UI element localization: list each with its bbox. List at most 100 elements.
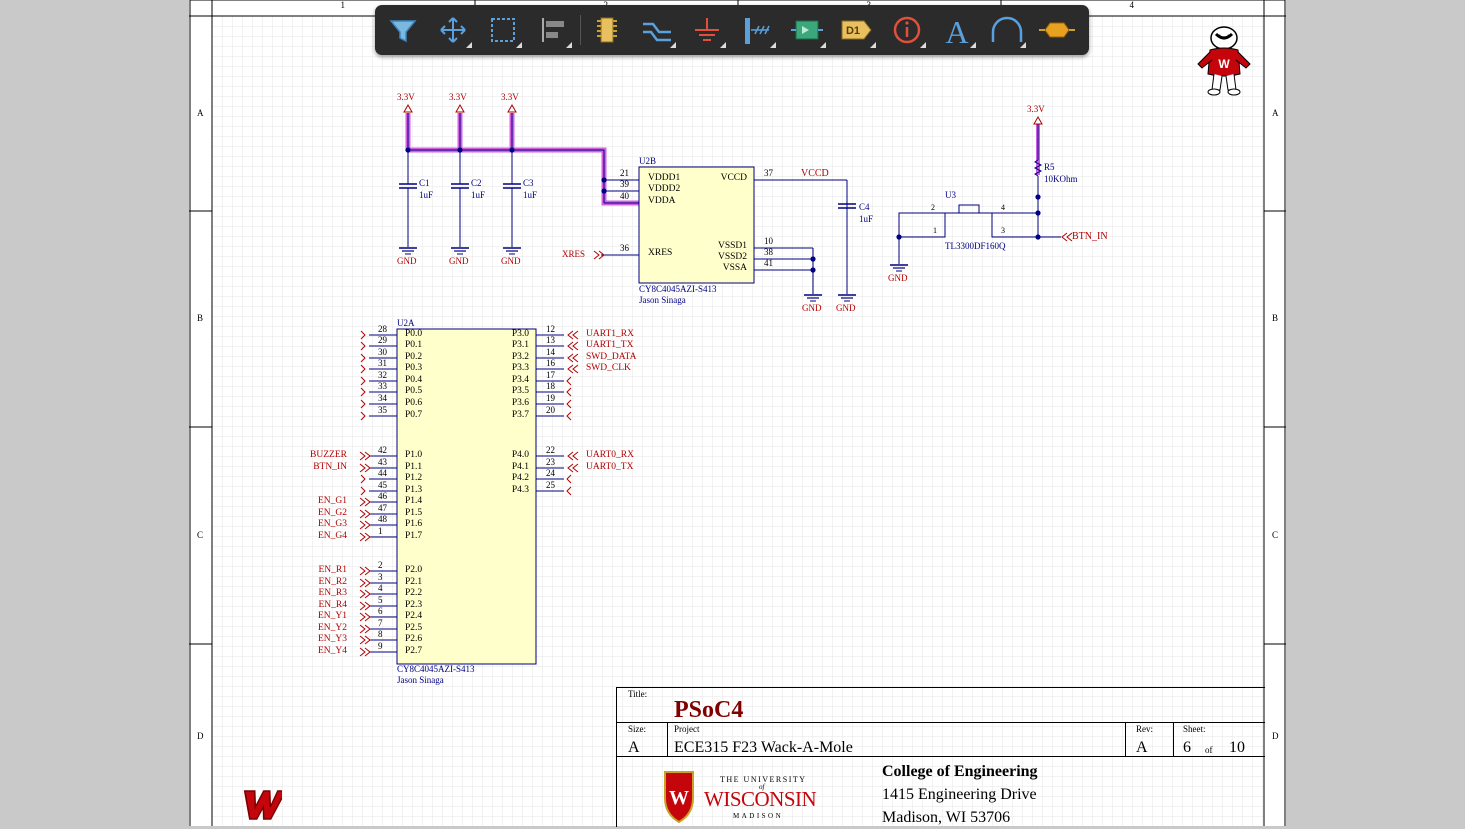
u3-pin-number: 1 <box>933 226 937 235</box>
align-tool-button[interactable] <box>533 10 573 50</box>
net-label-gpio: EN_Y1 <box>317 611 347 621</box>
place-wire-button[interactable] <box>637 10 677 50</box>
u2a-pin-name: P2.0 <box>405 565 423 575</box>
u2a-pin-name: P0.6 <box>405 398 423 408</box>
svg-text:W: W <box>669 787 689 809</box>
net-port-arrow <box>567 330 579 340</box>
border-column-label: 1 <box>340 0 346 10</box>
gnd-label: GND <box>501 256 521 266</box>
u2b-pin-name: VSSD2 <box>717 252 747 262</box>
filter-tool-button[interactable] <box>383 10 423 50</box>
u2b-pin-number: 21 <box>620 168 629 178</box>
u2a-pin-name: P1.1 <box>405 462 423 472</box>
u2a-pin-number: 29 <box>378 335 387 345</box>
u2a-pin-number: 13 <box>546 335 555 345</box>
no-connect-marker <box>566 376 572 386</box>
net-label-gpio: EN_R4 <box>318 600 348 610</box>
toolbar-separator <box>580 15 581 45</box>
place-power-button[interactable] <box>687 10 727 50</box>
net-port-arrow <box>359 509 371 519</box>
place-text-icon: A <box>945 14 968 50</box>
net-label-gpio: SWD_CLK <box>586 363 631 373</box>
u2a-pin-number: 35 <box>378 405 387 415</box>
net-label-gpio: EN_R2 <box>318 577 348 587</box>
place-arc-button[interactable] <box>987 10 1027 50</box>
college-name: College of Engineering <box>882 763 1038 780</box>
border-row-label: A <box>1272 107 1279 118</box>
no-connect-marker <box>360 353 366 363</box>
sheet-of: of <box>1205 745 1213 755</box>
no-connect-marker <box>360 330 366 340</box>
no-connect-marker <box>566 474 572 484</box>
gnd-label: GND <box>397 256 417 266</box>
no-connect-marker <box>566 387 572 397</box>
junction-dot <box>405 147 411 153</box>
border-row-label: A <box>197 107 204 118</box>
border-row-label: C <box>1272 529 1279 540</box>
resistor-designator: R5 <box>1044 162 1055 172</box>
select-rectangle-icon <box>491 18 515 42</box>
u2a-pin-name: P4.1 <box>511 462 529 472</box>
u3-pin-number: 2 <box>931 203 935 212</box>
move-tool-button[interactable] <box>433 10 473 50</box>
capacitor-designator: C2 <box>471 178 482 188</box>
net-port-arrow <box>593 250 605 260</box>
u2a-pin-number: 45 <box>378 480 387 490</box>
rev-value: A <box>1136 739 1148 756</box>
net-label-gpio: EN_Y4 <box>317 646 347 656</box>
place-text-button[interactable]: A <box>937 10 977 50</box>
u2a-part-number: CY8C4045AZI-S413 <box>397 664 475 674</box>
u2b-author: Jason Sinaga <box>639 295 686 305</box>
u2a-pin-number: 30 <box>378 347 387 357</box>
u2b-pin-name: VDDA <box>648 196 676 206</box>
place-no-erc-button[interactable] <box>887 10 927 50</box>
junction-dot <box>509 147 515 153</box>
select-tool-button[interactable] <box>483 10 523 50</box>
net-label-gpio: EN_G2 <box>317 508 347 518</box>
u2b-pin-number: 10 <box>764 236 773 246</box>
u2a-pin-name: P3.7 <box>511 410 529 420</box>
u2a-body <box>396 328 537 665</box>
u2a-pin-number: 19 <box>546 393 555 403</box>
u2a-pin-number: 33 <box>378 381 387 391</box>
capacitor-designator: C4 <box>859 202 870 212</box>
place-harness-button[interactable] <box>787 10 827 50</box>
u2a-pin-number: 18 <box>546 381 555 391</box>
u2a-pin-name: P1.2 <box>405 473 423 483</box>
u3-actuator <box>958 204 980 213</box>
schematic-canvas[interactable] <box>189 0 1286 826</box>
net-port-arrow <box>359 612 371 622</box>
sheet-label: Sheet: <box>1183 724 1206 734</box>
power-port-label: 3.3V <box>449 92 467 102</box>
u2b-body <box>638 166 755 284</box>
border-row-label: D <box>197 731 204 741</box>
u2a-pin-name: P2.1 <box>405 577 423 587</box>
place-bus-button[interactable] <box>737 10 777 50</box>
u2b-part-number: CY8C4045AZI-S413 <box>639 284 717 294</box>
place-wire-icon <box>643 22 671 42</box>
sheet-total: 10 <box>1229 739 1245 756</box>
u2a-pin-name: P1.0 <box>405 450 423 460</box>
schematic-sheet[interactable]: 1234AABBCCDD3.3VC11uFGND3.3VC21uFGND3.3V… <box>189 0 1286 827</box>
place-part-icon <box>597 17 617 43</box>
place-part-button[interactable] <box>587 10 627 50</box>
net-label-gpio: UART0_TX <box>586 462 634 472</box>
size-value: A <box>628 739 640 756</box>
power-port-symbol <box>1033 115 1043 125</box>
u2a-pin-name: P1.7 <box>405 531 423 541</box>
u2a-pin-number: 20 <box>546 405 555 415</box>
net-label-gpio: EN_G1 <box>317 496 347 506</box>
net-port-arrow <box>359 451 371 461</box>
u2a-pin-number: 24 <box>546 468 555 478</box>
net-label-gpio: EN_Y3 <box>317 634 347 644</box>
svg-text:D1: D1 <box>846 25 860 37</box>
net-port-arrow <box>359 647 371 657</box>
net-port-arrow <box>359 497 371 507</box>
place-no-erc-icon <box>893 16 921 44</box>
capacitor-value: 1uF <box>859 214 874 224</box>
place-designator-button[interactable]: D1 <box>837 10 877 50</box>
u2a-pin-number: 8 <box>378 629 383 639</box>
place-port-button[interactable] <box>1037 10 1077 50</box>
net-port-arrow <box>359 532 371 542</box>
net-port-arrow <box>359 520 371 530</box>
